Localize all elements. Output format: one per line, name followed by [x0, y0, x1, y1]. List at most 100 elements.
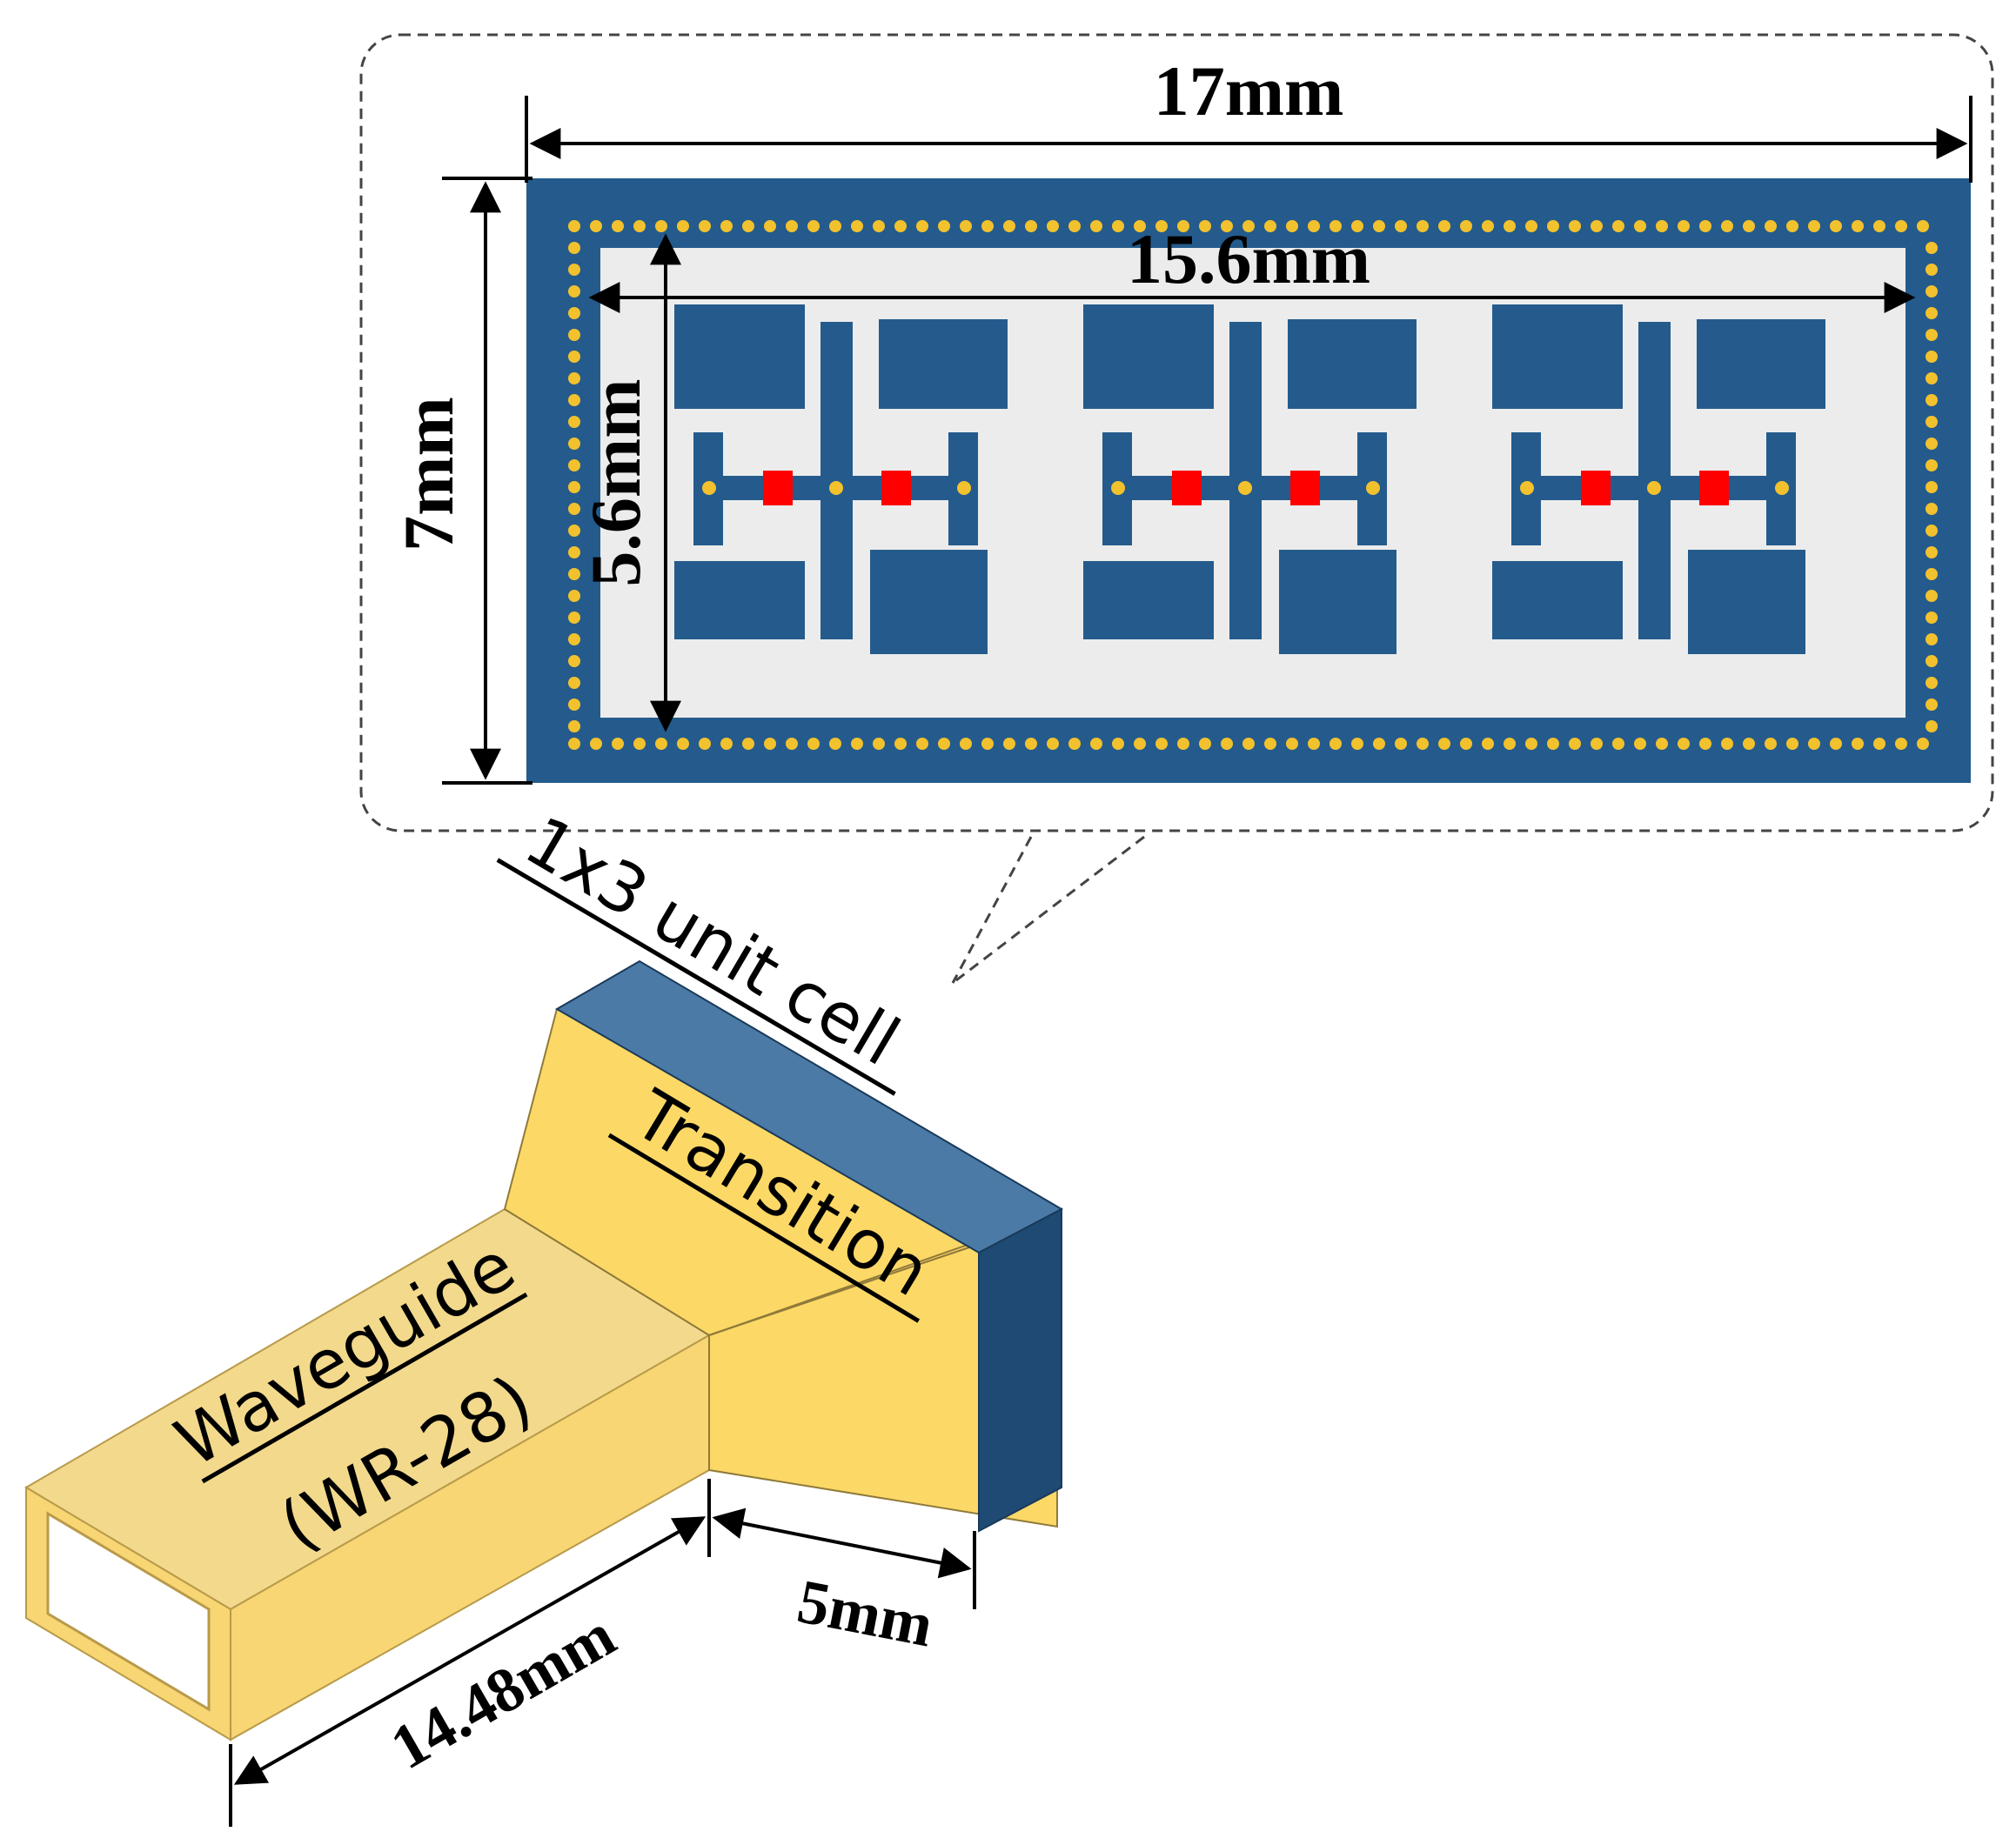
via-dot — [702, 481, 716, 495]
via-dot — [1926, 699, 1938, 711]
via-dot — [1373, 220, 1385, 232]
via-dot — [1395, 220, 1407, 232]
via-dot — [612, 220, 624, 232]
via-dot — [1765, 738, 1777, 750]
dim-label-15-6mm: 15.6mm — [1127, 219, 1370, 298]
via-dot — [1286, 738, 1298, 750]
via-dot — [1460, 220, 1472, 232]
via-dot — [1591, 738, 1603, 750]
via-dot — [1926, 481, 1938, 493]
via-dot — [1926, 677, 1938, 689]
via-dot — [1743, 738, 1755, 750]
via-dot — [1926, 264, 1938, 276]
via-dot — [568, 351, 580, 363]
via-dot — [1417, 738, 1429, 750]
via-dot — [1134, 220, 1146, 232]
via-dot — [873, 220, 885, 232]
via-dot — [1852, 738, 1864, 750]
via-dot — [1699, 738, 1711, 750]
via-dot — [1786, 738, 1798, 750]
via-dot — [568, 372, 580, 384]
via-dot — [1926, 633, 1938, 645]
via-dot — [1199, 738, 1211, 750]
via-dot — [655, 220, 667, 232]
via-dot — [1264, 220, 1276, 232]
patch-top-left — [1083, 304, 1214, 409]
via-dot — [1238, 481, 1252, 495]
via-dot — [1765, 220, 1777, 232]
via-dot — [786, 738, 798, 750]
via-dot — [1525, 220, 1537, 232]
dim-label-5-6mm: 5.6mm — [576, 378, 655, 586]
via-dot — [568, 525, 580, 537]
via-dot — [699, 738, 711, 750]
via-dot — [1003, 220, 1015, 232]
via-dot — [1926, 438, 1938, 450]
via-dot — [1221, 738, 1233, 750]
via-dot — [1926, 372, 1938, 384]
via-dot — [1177, 220, 1189, 232]
waveguide-model: 1x3 unit cell Transition Waveguide (WR-2… — [24, 802, 1064, 1827]
via-dot — [568, 612, 580, 624]
via-dot — [894, 738, 907, 750]
via-dot — [568, 394, 580, 406]
via-dot — [960, 220, 972, 232]
via-dot — [1591, 220, 1603, 232]
via-dot — [1373, 738, 1385, 750]
callout-pointer-left — [951, 836, 1033, 984]
via-dot — [1286, 220, 1298, 232]
via-dot — [742, 738, 754, 750]
via-dot — [1068, 738, 1081, 750]
via-dot — [1155, 220, 1168, 232]
patch-top-left — [1492, 304, 1623, 409]
via-dot — [1221, 220, 1233, 232]
callout-dashed-frame — [359, 33, 1994, 832]
via-dot — [568, 459, 580, 471]
via-dot — [568, 481, 580, 493]
via-dot — [1808, 220, 1820, 232]
patch-bottom-right — [1688, 550, 1805, 654]
via-dot — [1329, 738, 1342, 750]
inset-callout: 17mm 7mm 15.6mm 5.6mm — [359, 33, 1994, 985]
via-dot — [1111, 481, 1125, 495]
via-dot — [568, 568, 580, 580]
via-dot — [1569, 220, 1581, 232]
via-dot — [1155, 738, 1168, 750]
via-dot — [1926, 351, 1938, 363]
via-dot — [1634, 220, 1646, 232]
via-dot — [1926, 459, 1938, 471]
lumped-element-right — [881, 471, 911, 505]
via-dot — [1547, 738, 1559, 750]
via-dot — [1047, 738, 1059, 750]
via-dot — [633, 738, 646, 750]
via-dot — [1917, 220, 1929, 232]
lumped-element-left — [1172, 471, 1202, 505]
via-dot — [1482, 738, 1494, 750]
unit-cell — [1083, 304, 1417, 654]
via-dot — [568, 738, 580, 750]
via-dot — [1926, 416, 1938, 428]
via-dot — [851, 220, 863, 232]
via-dot — [1926, 720, 1938, 732]
via-dot — [1926, 285, 1938, 297]
via-dot — [1242, 220, 1255, 232]
via-dot — [568, 242, 580, 254]
via-dot — [720, 738, 733, 750]
via-dot — [742, 220, 754, 232]
via-dot — [568, 503, 580, 515]
lumped-element-right — [1290, 471, 1320, 505]
lumped-element-left — [763, 471, 793, 505]
via-dot — [1134, 738, 1146, 750]
via-dot — [1351, 738, 1363, 750]
via-dot — [1743, 220, 1755, 232]
lumped-element-right — [1699, 471, 1729, 505]
unit-cell-label-underline — [496, 858, 896, 1096]
via-dot — [1808, 738, 1820, 750]
via-dot — [851, 738, 863, 750]
via-dot — [1112, 220, 1124, 232]
via-dot — [1634, 738, 1646, 750]
via-dot — [1612, 220, 1624, 232]
via-dot — [1786, 220, 1798, 232]
via-dot — [568, 285, 580, 297]
via-dot — [807, 738, 820, 750]
